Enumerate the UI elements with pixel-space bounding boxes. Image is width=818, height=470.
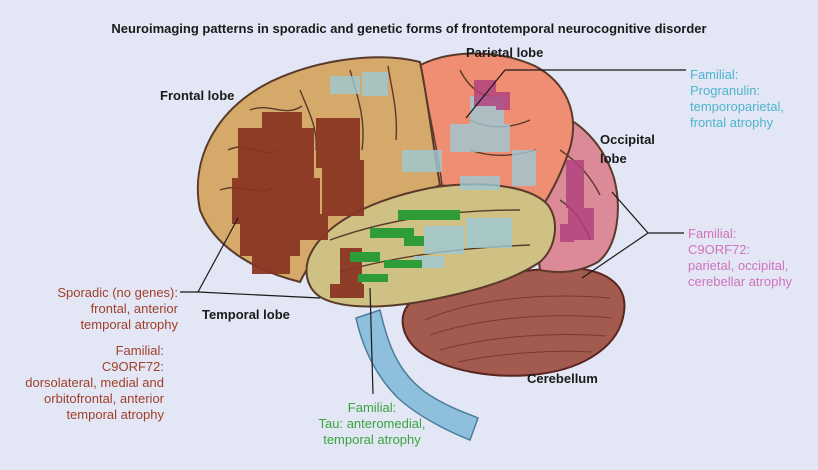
cerebellum-label: Cerebellum [527,371,598,386]
parietal-lobe-label: Parietal lobe [466,45,544,60]
figure-title: Neuroimaging patterns in sporadic and ge… [111,21,707,36]
leader-lines [180,69,686,395]
temporal-lobe-label: Temporal lobe [202,307,290,322]
progranulin-annotation: Familial: Progranulin: temporoparietal, … [690,67,784,130]
occipital-lobe-label: Occipital lobe [600,132,655,166]
tau-leader [369,287,374,395]
sporadic-annotation: Sporadic (no genes): frontal, anterior t… [57,285,178,332]
c9orf72-posterior-annotation: Familial: C9ORF72: parietal, occipital, … [688,226,793,289]
tau-annotation: Familial: Tau: anteromedial, temporal at… [318,400,426,447]
brainstem [355,309,479,441]
c9orf72-posterior-atrophy-region [474,80,594,242]
cerebellum [401,266,626,377]
progranulin-atrophy-region [330,72,536,268]
c9orf72-frontal-annotation: Familial: C9ORF72: dorsolateral, medial … [25,343,164,422]
tau-atrophy-region [350,210,460,282]
frontal-lobe-label: Frontal lobe [160,88,235,103]
sporadic-atrophy-region [232,112,364,298]
